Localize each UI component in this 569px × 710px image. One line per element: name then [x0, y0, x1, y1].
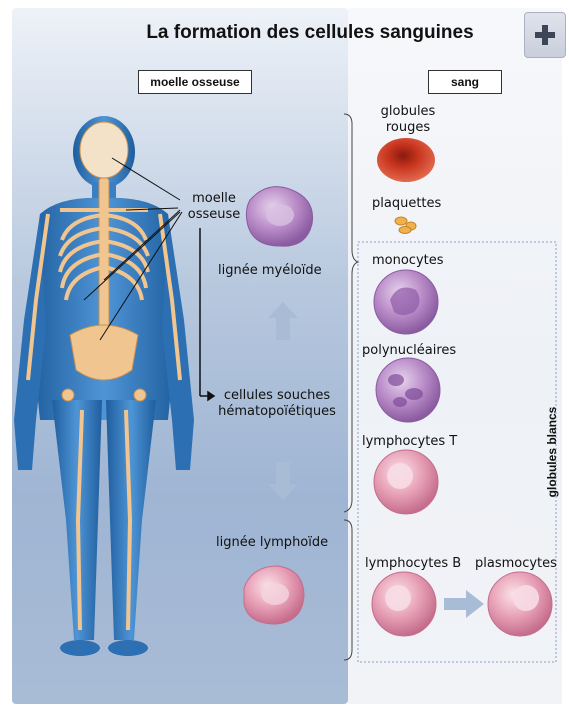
- monocyte-cell: [374, 270, 438, 334]
- label-monocytes: monocytes: [372, 253, 444, 269]
- bracket-lines: [344, 114, 358, 660]
- label-lignee-lymphoide: lignée lymphoïde: [216, 535, 328, 551]
- platelets: [395, 217, 416, 234]
- label-globules-rouges: globules rouges: [368, 104, 448, 136]
- myeloid-stem-cell: [246, 187, 312, 246]
- label-lignee-myeloide: lignée myéloïde: [218, 263, 322, 279]
- plasmocyte-cell: [488, 572, 552, 636]
- label-polynucleaires: polynucléaires: [362, 343, 456, 359]
- lymphocyte-t-cell: [374, 450, 438, 514]
- lymphocyte-b-cell: [372, 572, 436, 636]
- label-lymphocytes-b: lymphocytes B: [365, 556, 461, 572]
- label-globules-blancs: globules blancs: [545, 406, 559, 497]
- label-cellules-souches: cellules souches hématopoïétiques: [206, 388, 348, 420]
- arrow-right-plasmocyte: [444, 590, 484, 618]
- arrow-down-lymphoid: [268, 462, 298, 500]
- arrow-up-myeloid: [268, 302, 298, 340]
- stem-cell-connector: [200, 228, 214, 400]
- label-lymphocytes-t: lymphocytes T: [362, 434, 457, 450]
- polynuclear-cell: [376, 358, 440, 422]
- label-moelle-osseuse: moelle osseuse: [178, 191, 250, 223]
- label-plaquettes: plaquettes: [372, 196, 441, 212]
- label-plasmocytes: plasmocytes: [475, 556, 557, 572]
- lymphoid-stem-cell: [244, 566, 304, 624]
- red-blood-cell: [377, 138, 435, 182]
